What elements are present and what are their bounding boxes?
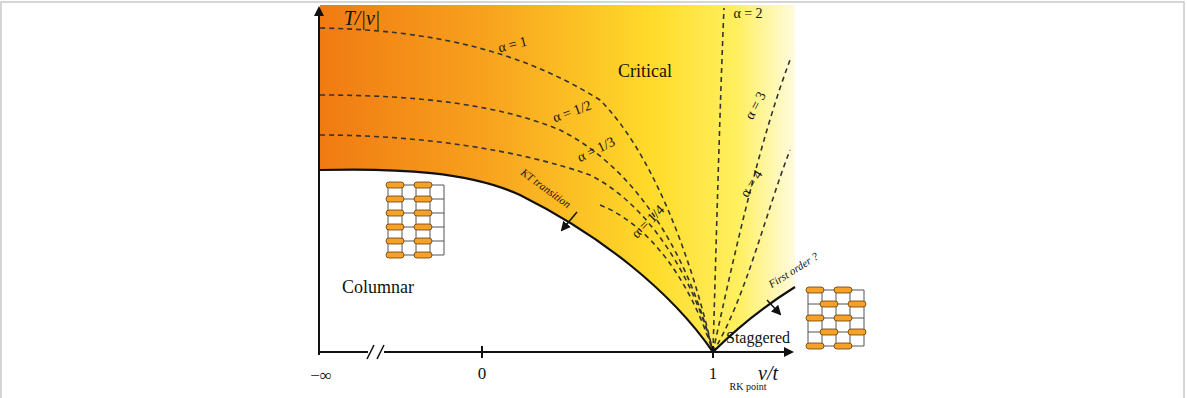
dimer: [834, 315, 852, 321]
tick-label: 0: [478, 365, 487, 384]
region-label: Staggered: [726, 329, 790, 347]
dimer: [386, 196, 404, 202]
dimer: [848, 301, 866, 307]
region-label: Critical: [618, 62, 672, 82]
dimer: [414, 196, 432, 202]
dimer: [806, 315, 824, 321]
dimer: [414, 238, 432, 244]
columnar-lattice: [386, 182, 444, 258]
dimer: [414, 252, 432, 258]
tick-label: −∞: [310, 367, 332, 386]
dimer: [386, 224, 404, 230]
dimer: [414, 224, 432, 230]
dimer: [386, 252, 404, 258]
dimer: [806, 287, 824, 293]
point-label: RK point: [730, 381, 767, 392]
dimer: [386, 238, 404, 244]
staggered-lattice: [806, 287, 866, 349]
dimer: [414, 182, 432, 188]
dimer: [386, 210, 404, 216]
dimer: [820, 301, 838, 307]
region-label: Columnar: [342, 278, 414, 298]
dimer: [386, 182, 404, 188]
contour-label: α = 2: [733, 6, 762, 21]
dimer: [848, 329, 866, 335]
axis-label: T/|v|: [344, 7, 381, 29]
dimer: [820, 329, 838, 335]
dimer: [834, 287, 852, 293]
dimer: [414, 210, 432, 216]
dimer: [834, 343, 852, 349]
dimer: [806, 343, 824, 349]
tick-label: 1: [709, 365, 718, 384]
